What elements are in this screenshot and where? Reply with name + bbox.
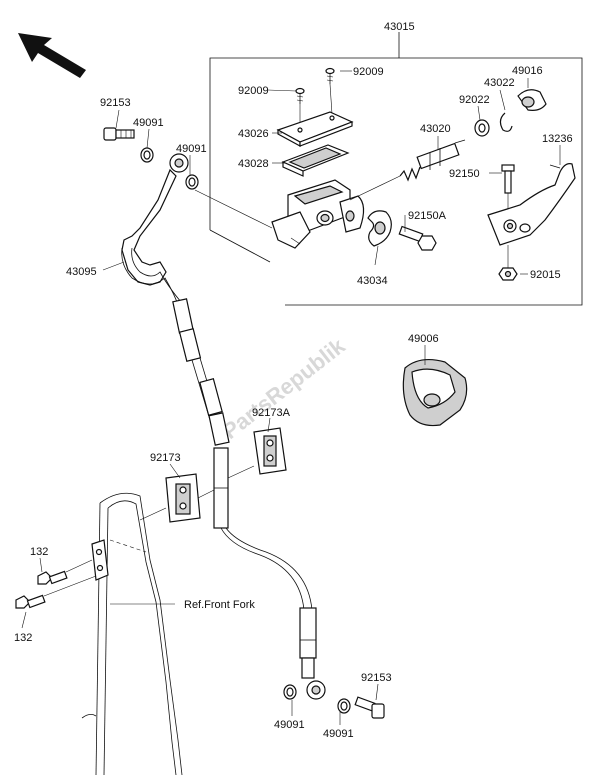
part-labels: 43015 92009 92009 43026 43028 43020 9202… xyxy=(14,21,573,740)
washer-49091-top-left xyxy=(140,147,154,163)
label-92009-left: 92009 xyxy=(238,85,269,97)
bolt-92150A xyxy=(398,225,437,251)
circlip-43022 xyxy=(499,112,513,132)
label-43028: 43028 xyxy=(238,158,269,170)
label-132-lower: 132 xyxy=(14,632,32,644)
brake-hose-43095 xyxy=(121,153,326,700)
label-92150A: 92150A xyxy=(408,210,447,222)
screw-92009-left xyxy=(295,87,305,104)
fork-bracket xyxy=(91,539,109,581)
label-49016: 49016 xyxy=(512,65,543,77)
hose-guide-92173 xyxy=(165,473,201,523)
label-ref-front-fork: Ref.Front Fork xyxy=(184,599,255,611)
washer-49091-top-right xyxy=(185,174,199,190)
front-direction-arrow-icon xyxy=(18,33,86,78)
banjo-bolt-92153-top xyxy=(103,127,135,141)
watermark: PartsRepublik xyxy=(218,333,351,444)
label-49006: 49006 xyxy=(408,333,439,345)
clamp-43034 xyxy=(367,210,392,247)
label-43020: 43020 xyxy=(420,123,451,135)
label-92173A: 92173A xyxy=(252,407,291,419)
bolt-132-lower xyxy=(15,575,97,609)
label-13236: 13236 xyxy=(542,133,573,145)
lever-cover-49006 xyxy=(402,358,468,427)
label-92153-bottom: 92153 xyxy=(361,672,392,684)
leader-lines xyxy=(21,70,561,725)
label-49091-bottom-right: 49091 xyxy=(323,728,354,740)
label-49091-top-right: 49091 xyxy=(176,143,207,155)
label-92153-top: 92153 xyxy=(100,97,131,109)
label-92015: 92015 xyxy=(530,269,561,281)
label-43095: 43095 xyxy=(66,266,97,278)
label-43026: 43026 xyxy=(238,128,269,140)
boot-49016 xyxy=(517,89,547,111)
washer-49091-bottom-right xyxy=(337,698,351,714)
label-92150: 92150 xyxy=(449,168,480,180)
label-92009-right: 92009 xyxy=(353,66,384,78)
nut-92015 xyxy=(498,245,518,281)
banjo-bolt-92153-bottom xyxy=(354,696,385,719)
screw-92009-right xyxy=(325,67,335,84)
reservoir-cap-43026 xyxy=(276,111,354,148)
washer-92022 xyxy=(474,119,490,137)
front-fork-outline xyxy=(81,492,183,775)
washer-49091-bottom-left xyxy=(283,684,297,700)
label-49091-bottom-left: 49091 xyxy=(274,719,305,731)
brake-lever-13236 xyxy=(487,163,576,246)
piston-kit-43020 xyxy=(349,139,466,201)
label-43022: 43022 xyxy=(484,77,515,89)
label-92173: 92173 xyxy=(150,452,181,464)
hose-guide-92173A xyxy=(253,427,287,475)
label-92022: 92022 xyxy=(459,94,490,106)
diaphragm-43028 xyxy=(281,144,350,177)
label-132-upper: 132 xyxy=(30,546,48,558)
bolt-92150 xyxy=(501,164,515,210)
label-43034: 43034 xyxy=(357,275,388,287)
label-43015: 43015 xyxy=(384,21,415,33)
master-cylinder-body xyxy=(271,179,365,249)
label-49091-top-left: 49091 xyxy=(133,117,164,129)
bolt-132-upper xyxy=(37,559,93,585)
assembly-box-43015 xyxy=(209,32,583,306)
